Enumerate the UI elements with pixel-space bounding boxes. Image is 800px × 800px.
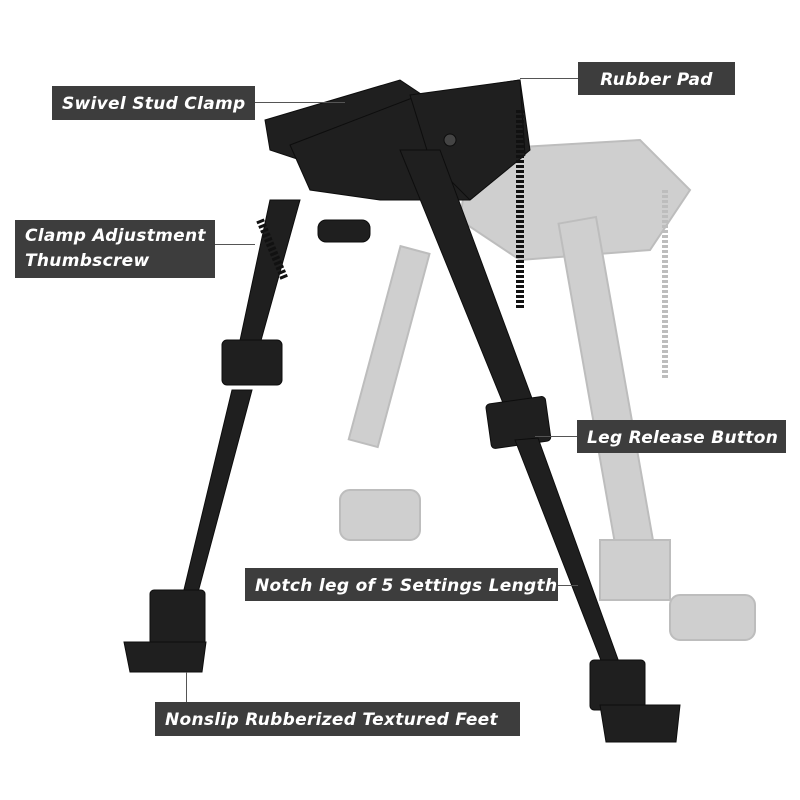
leader-line-swivel [255, 102, 345, 103]
callout-nonslip-feet: Nonslip Rubberized Textured Feet [155, 702, 520, 736]
leader-line-leg-release [535, 436, 577, 437]
leader-line-thumbscrew [215, 244, 255, 245]
callout-notch-leg: Notch leg of 5 Settings Length [245, 568, 558, 601]
callout-line-1: Clamp Adjustment [25, 226, 206, 246]
bipod [123, 79, 681, 743]
leader-line-notch [558, 585, 578, 586]
callout-leg-release-button: Leg Release Button [577, 420, 786, 453]
callout-clamp-adjustment-thumbscrew: Clamp Adjustment Thumbscrew [15, 220, 215, 278]
callout-swivel-stud-clamp: Swivel Stud Clamp [52, 86, 255, 120]
ghost-bipod [339, 138, 756, 641]
callout-line-2: Thumbscrew [25, 251, 150, 271]
leader-line-rubber-pad [520, 78, 578, 79]
callout-rubber-pad: Rubber Pad [578, 62, 735, 95]
leader-line-feet [186, 672, 187, 702]
